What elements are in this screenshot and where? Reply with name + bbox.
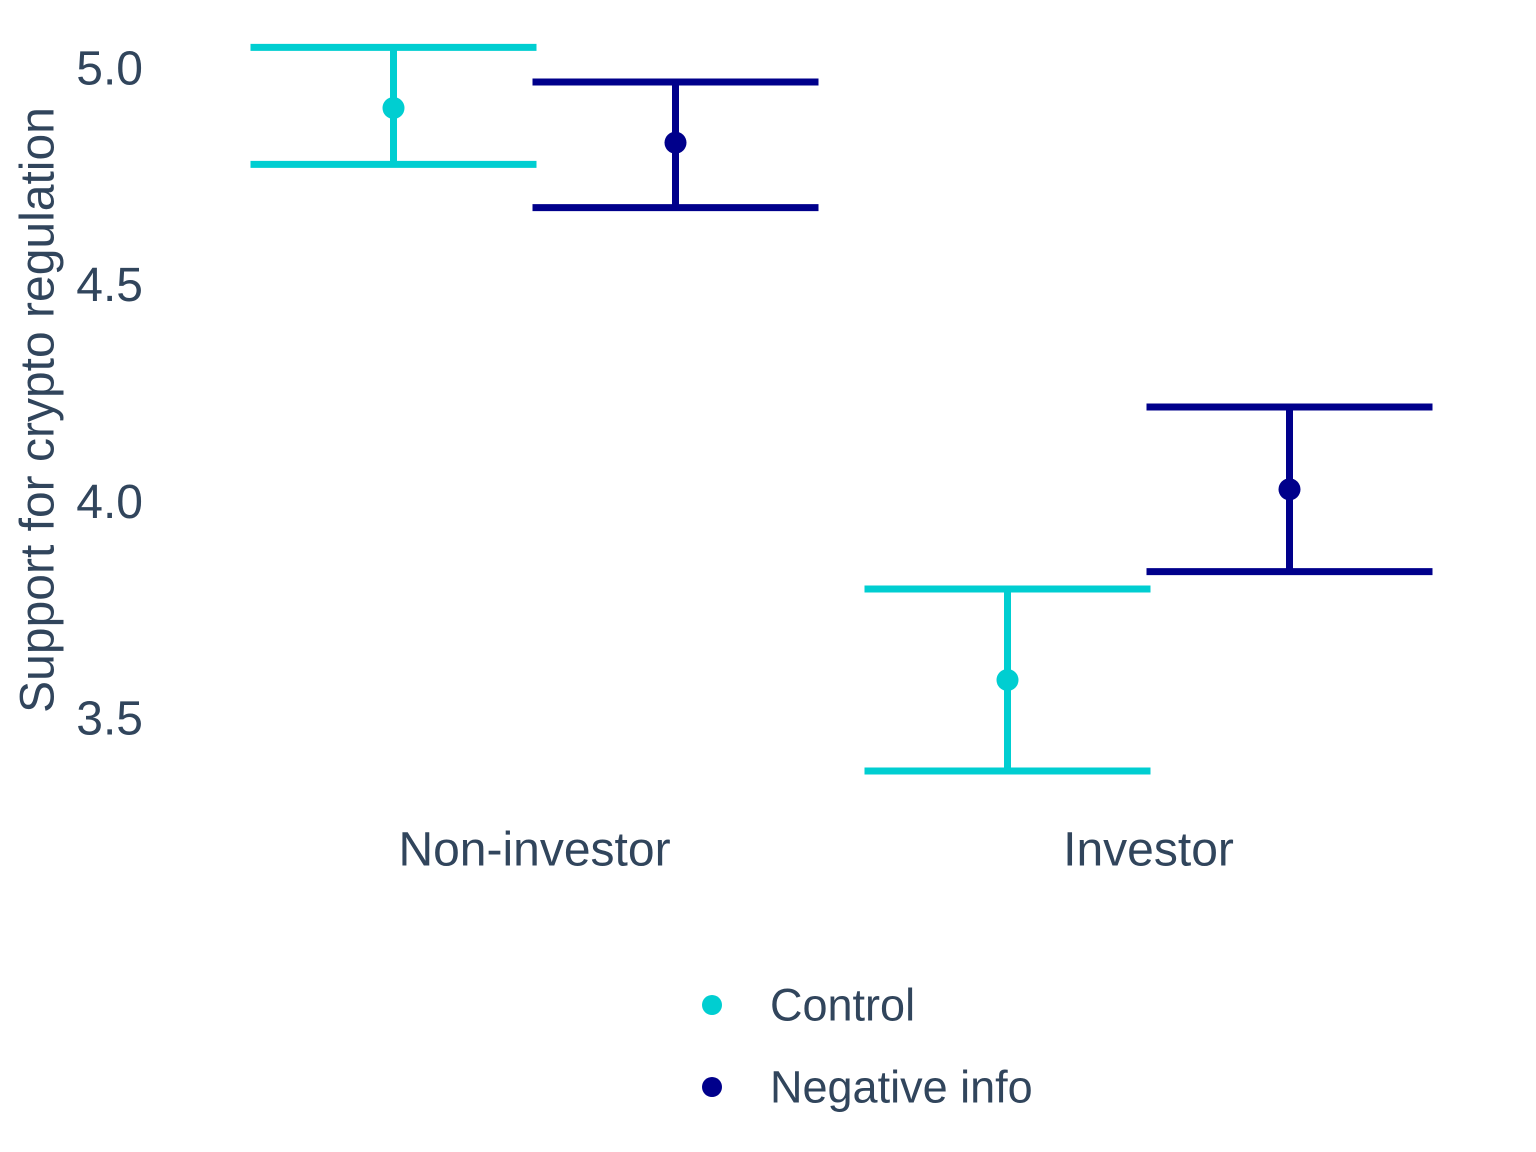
y-tick-label: 4.0 <box>76 476 143 529</box>
point-estimate <box>382 96 405 119</box>
point-estimate <box>664 131 687 154</box>
x-category-label: Non-investor <box>398 824 670 877</box>
point-estimate <box>996 668 1019 691</box>
y-axis-tick-labels: 5.0 4.5 4.0 3.5 <box>76 43 143 746</box>
legend-marker <box>702 995 722 1015</box>
series-0 <box>250 43 1151 775</box>
y-tick-label: 3.5 <box>76 692 143 745</box>
y-axis-title: Support for crypto regulation <box>12 107 65 713</box>
series-1 <box>532 78 1433 576</box>
point-estimate <box>1278 478 1301 501</box>
x-category-label: Investor <box>1063 824 1234 877</box>
x-axis-category-labels: Non-investor Investor <box>398 824 1233 877</box>
legend-marker <box>702 1077 722 1097</box>
error-bar-series <box>250 43 1433 775</box>
legend-label: Control <box>770 980 915 1031</box>
y-tick-label: 5.0 <box>76 43 143 96</box>
legend-label: Negative info <box>770 1062 1033 1113</box>
y-tick-label: 4.5 <box>76 259 143 312</box>
